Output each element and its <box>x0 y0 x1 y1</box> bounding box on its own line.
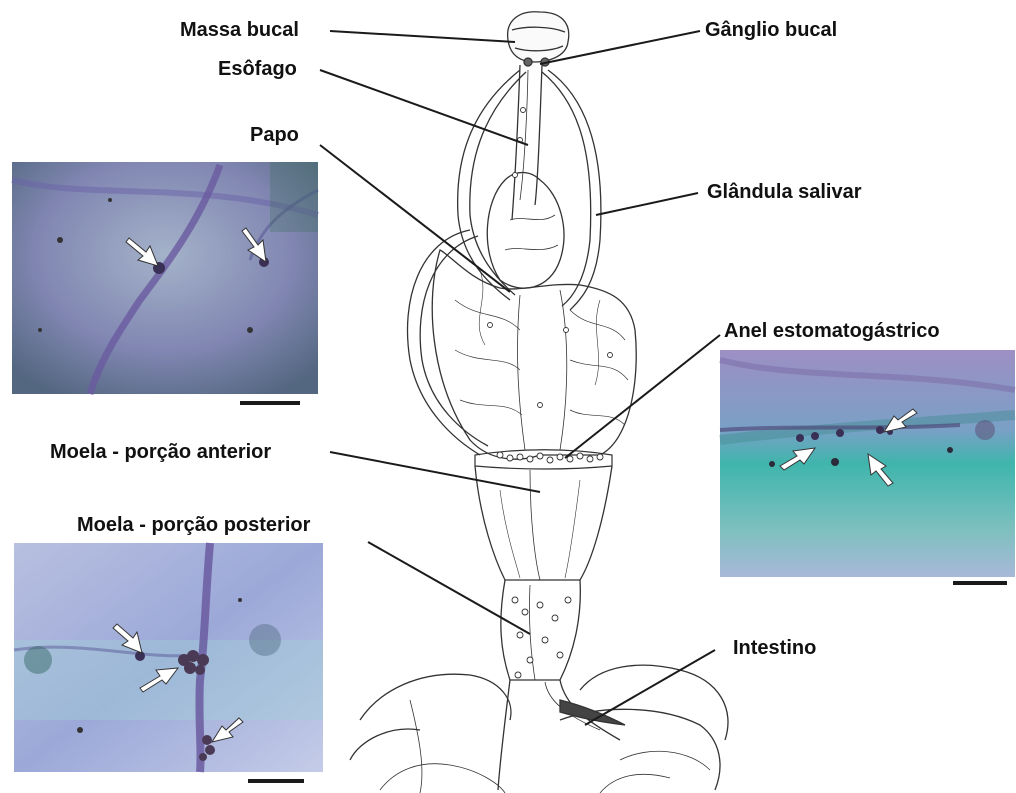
label-papo: Papo <box>250 124 299 146</box>
buccal-mass-shape <box>508 12 569 62</box>
moela-posterior-micrograph <box>14 543 323 783</box>
neuron-dots <box>488 108 613 679</box>
label-intestino: Intestino <box>733 637 816 659</box>
leader-lines <box>320 31 720 725</box>
anel-micrograph <box>720 350 1015 585</box>
scale-bar <box>953 581 1007 585</box>
label-moela-posterior: Moela - porção posterior <box>77 514 310 536</box>
papo-micrograph <box>12 162 318 405</box>
label-anel-estomatogastrico: Anel estomatogástrico <box>724 320 940 342</box>
scale-bar <box>240 401 300 405</box>
salivary-gland-right <box>548 70 601 310</box>
label-moela-anterior: Moela - porção anterior <box>50 441 271 463</box>
crop-shape <box>487 173 564 289</box>
label-ganglio-bucal: Gânglio bucal <box>705 19 837 41</box>
label-esofago: Esôfago <box>218 58 297 80</box>
label-glandula-salivar: Glândula salivar <box>707 181 862 203</box>
scale-bar <box>248 779 304 783</box>
label-massa-bucal: Massa bucal <box>180 19 299 41</box>
